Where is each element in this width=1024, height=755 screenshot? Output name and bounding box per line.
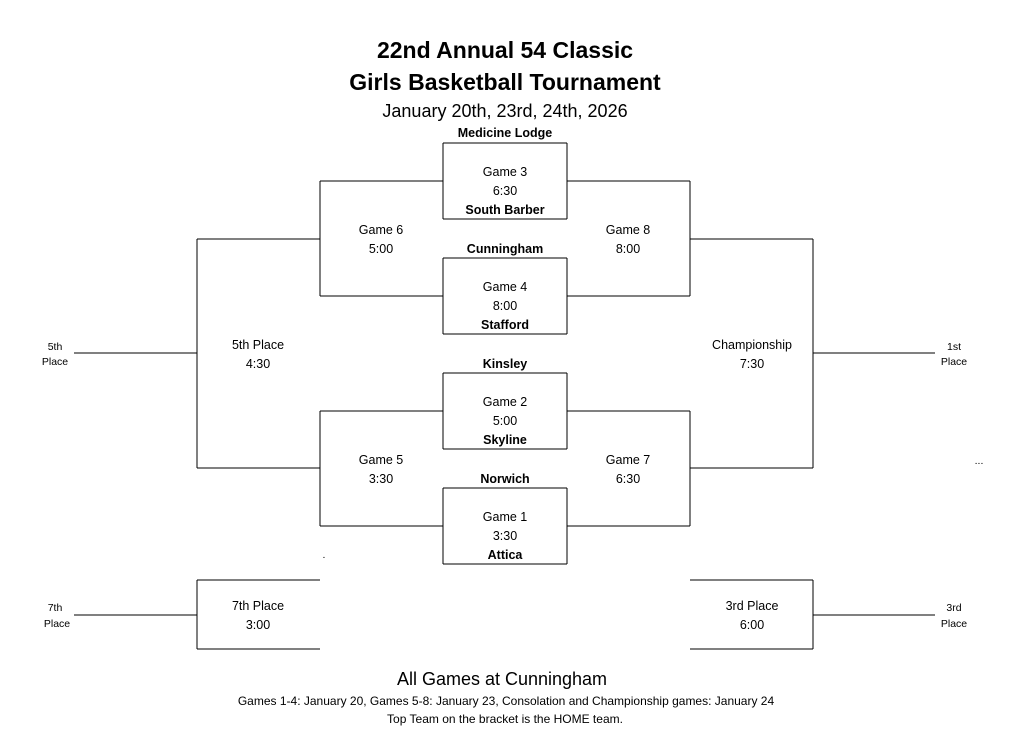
game-7-bracket xyxy=(567,410,691,527)
fifth-place-label: 5th Place xyxy=(231,338,285,352)
game-6-bracket xyxy=(319,180,443,297)
game-7-label: Game 7 xyxy=(605,453,651,467)
game-6-label: Game 6 xyxy=(358,223,404,237)
game-5-time: 3:30 xyxy=(368,472,394,486)
first-place-side-bottom: Place xyxy=(940,356,968,368)
game-8-label: Game 8 xyxy=(605,223,651,237)
game-3-label: Game 3 xyxy=(482,165,528,179)
game-1-label: Game 1 xyxy=(482,510,528,524)
game-4-label: Game 4 xyxy=(482,280,528,294)
title-line-1: 22nd Annual 54 Classic xyxy=(376,37,634,63)
seventh-place-side-top: 7th xyxy=(47,602,63,614)
team-norwich: Norwich xyxy=(480,472,530,486)
fifth-place-bracket xyxy=(74,238,320,469)
game-5-label: Game 5 xyxy=(358,453,404,467)
schedule-note: Games 1-4: January 20, Games 5-8: Januar… xyxy=(237,694,775,708)
third-place-side-bottom: Place xyxy=(940,618,968,630)
home-team-note: Top Team on the bracket is the HOME team… xyxy=(387,712,623,726)
third-place-label: 3rd Place xyxy=(725,599,779,613)
game-8-time: 8:00 xyxy=(615,242,641,256)
fifth-place-side-top: 5th xyxy=(47,341,63,353)
game-5-bracket xyxy=(319,410,443,527)
stray-ellipsis: ... xyxy=(974,455,984,467)
fifth-place-side-bottom: Place xyxy=(41,356,69,368)
game-7-time: 6:30 xyxy=(615,472,641,486)
game-4-time: 8:00 xyxy=(492,299,518,313)
first-place-side-top: 1st xyxy=(946,341,962,353)
championship-bracket xyxy=(690,238,935,469)
team-south-barber: South Barber xyxy=(465,203,545,217)
seventh-place-time: 3:00 xyxy=(245,618,271,632)
stray-dot: . xyxy=(322,549,326,561)
game-3-time: 6:30 xyxy=(492,184,518,198)
team-stafford: Stafford xyxy=(481,318,529,332)
team-attica: Attica xyxy=(487,548,523,562)
third-place-bracket xyxy=(690,579,935,650)
game-8-bracket xyxy=(567,180,691,297)
championship-time: 7:30 xyxy=(739,357,765,371)
third-place-time: 6:00 xyxy=(739,618,765,632)
game-6-time: 5:00 xyxy=(368,242,394,256)
title-line-2: Girls Basketball Tournament xyxy=(349,69,661,95)
fifth-place-time: 4:30 xyxy=(245,357,271,371)
games-location: All Games at Cunningham xyxy=(396,669,608,689)
team-kinsley: Kinsley xyxy=(482,357,528,371)
seventh-place-bracket xyxy=(74,579,320,650)
seventh-place-label: 7th Place xyxy=(231,599,285,613)
third-place-side-top: 3rd xyxy=(946,602,962,614)
team-cunningham: Cunningham xyxy=(466,242,544,256)
game-2-time: 5:00 xyxy=(492,414,518,428)
tournament-dates: January 20th, 23rd, 24th, 2026 xyxy=(382,101,628,121)
championship-label: Championship xyxy=(712,338,792,352)
game-1-time: 3:30 xyxy=(492,529,518,543)
team-skyline: Skyline xyxy=(483,433,527,447)
team-medicine-lodge: Medicine Lodge xyxy=(457,126,553,140)
seventh-place-side-bottom: Place xyxy=(43,618,71,630)
game-2-label: Game 2 xyxy=(482,395,528,409)
